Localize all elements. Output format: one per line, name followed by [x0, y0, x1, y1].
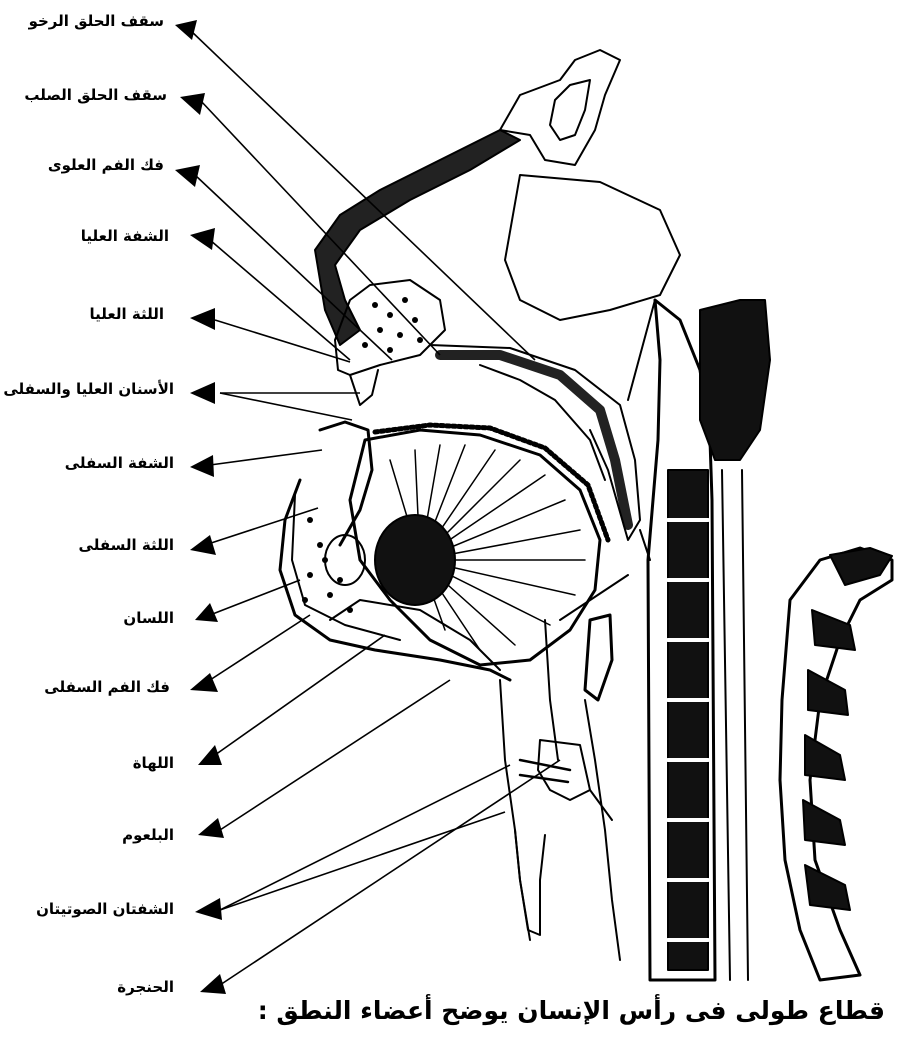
arrowhead-14 — [200, 974, 226, 994]
pointer-line-14 — [220, 760, 560, 985]
arrowhead-5 — [190, 308, 215, 330]
pointer-line-7 — [210, 450, 322, 465]
arrowhead-2 — [180, 93, 205, 115]
velum-outline — [480, 365, 605, 480]
arrowhead-12 — [198, 818, 224, 838]
label-larynx: الحنجرة — [117, 978, 174, 996]
spinous-processes — [803, 610, 855, 910]
occipital-region — [830, 548, 892, 585]
vocal-folds — [520, 760, 570, 782]
upper-teeth — [350, 370, 378, 405]
arrowhead-8 — [190, 535, 216, 555]
turbinate-outline — [550, 80, 590, 140]
lower-jaw-bone — [330, 600, 500, 670]
epiglottis — [585, 615, 612, 700]
tongue-root-mass — [375, 515, 455, 605]
pointer-line-13b — [220, 812, 505, 910]
spine-column — [668, 470, 708, 970]
arrowhead-13 — [195, 898, 222, 920]
arrowhead-10 — [190, 673, 218, 692]
pointer-line-1 — [190, 30, 535, 360]
pointer-line-9 — [210, 580, 300, 615]
esophagus-outline — [585, 700, 620, 960]
label-uvula: اللهاة — [133, 754, 174, 772]
arrowhead-4 — [190, 228, 215, 250]
arrowheads — [175, 20, 226, 994]
pointer-line-10 — [210, 615, 310, 680]
soft-palate-band — [440, 355, 628, 525]
label-upper-gum: اللثة العليا — [90, 305, 164, 323]
pointer-line-12 — [220, 680, 450, 830]
label-soft-palate: سقف الحلق الرخو — [29, 12, 164, 30]
figure-caption: قطاع طولى فى رأس الإنسان يوضح أعضاء النط… — [258, 996, 885, 1025]
pharynx-wall — [500, 680, 530, 940]
atlas-vertebra — [700, 300, 770, 460]
head-cross-section — [280, 50, 892, 980]
arrowhead-11 — [198, 745, 222, 765]
pointer-line-5 — [215, 320, 350, 362]
label-upper-lip: الشفة العليا — [81, 227, 169, 245]
label-teeth: الأسنان العليا والسفلى — [3, 380, 174, 398]
label-lower-lip: الشفة السفلى — [65, 454, 174, 472]
nasal-bone-outline — [500, 50, 620, 165]
label-upper-jaw: فك الفم العلوى — [48, 156, 164, 174]
lower-gum-texture — [302, 517, 353, 613]
pointer-line-6b — [220, 393, 352, 420]
arrowhead-3 — [175, 165, 200, 187]
pointer-line-2 — [200, 100, 440, 355]
pointer-line-11 — [215, 635, 385, 755]
arrowhead-6 — [190, 382, 215, 404]
label-tongue: اللسان — [123, 609, 174, 627]
label-lower-jaw: فك الفم السفلى — [44, 678, 170, 696]
label-lower-gum: اللثة السفلى — [79, 536, 174, 554]
arrowhead-7 — [190, 455, 214, 477]
pointer-line-8 — [205, 508, 318, 545]
spinal-cord — [722, 470, 748, 980]
trachea-outline — [515, 830, 545, 935]
label-hard-palate: سقف الحلق الصلب — [24, 86, 167, 104]
pointer-lines — [190, 30, 560, 985]
label-pharynx: البلعوم — [122, 826, 174, 844]
sinus-outline — [505, 175, 680, 320]
arrowhead-1 — [175, 20, 197, 40]
label-vocal-folds: الشفتان الصوتيتان — [36, 900, 174, 918]
